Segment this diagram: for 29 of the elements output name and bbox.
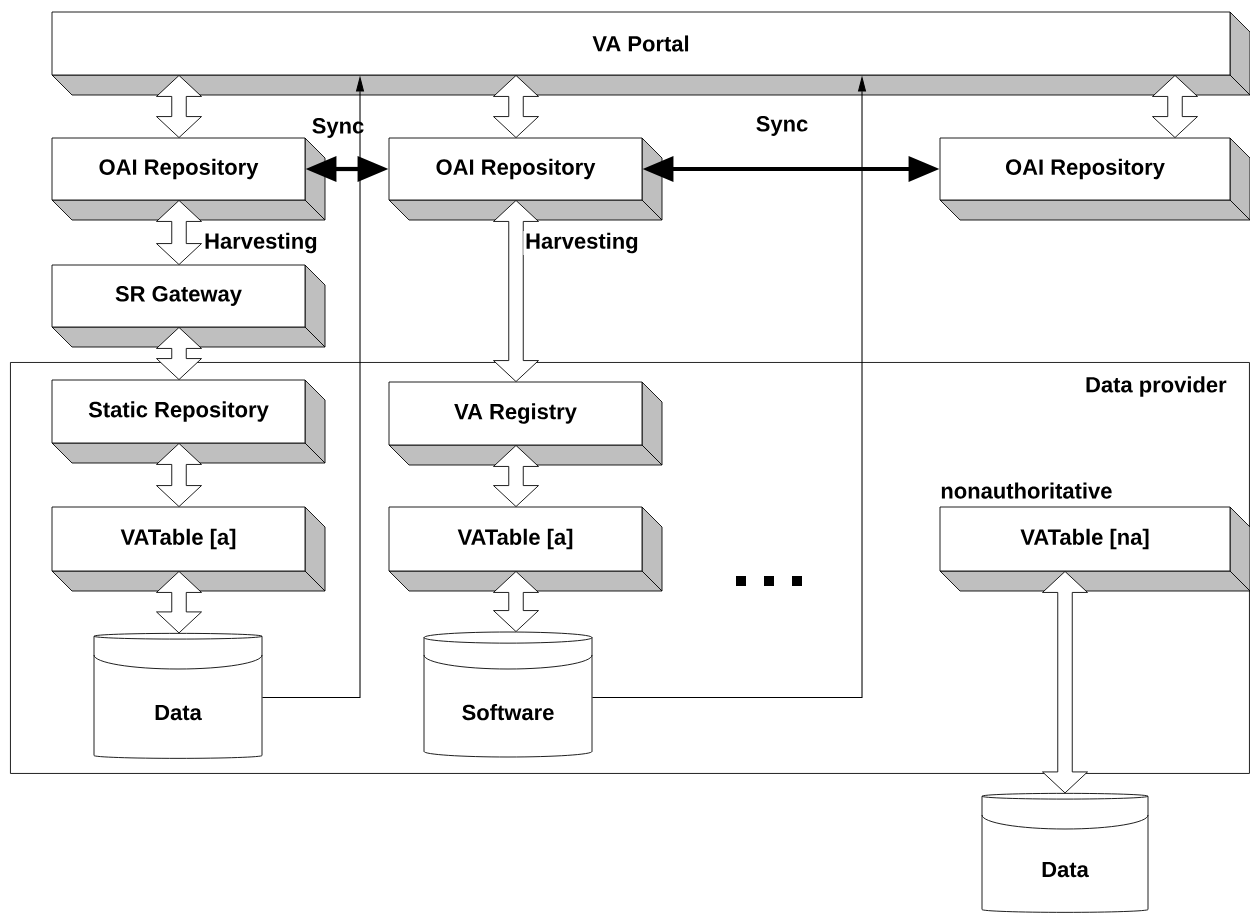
block-arrow [156,75,202,138]
process-box: SR Gateway [51,264,326,348]
edge-label: Sync [754,114,810,138]
process-box: Static Repository [51,379,326,464]
process-box: OAI Repository [51,137,326,221]
edge-label: Harvesting [523,230,641,256]
box-caption: nonauthoritative [941,482,1112,499]
edge-label: Sync [310,116,366,140]
process-box: OAI Repository [939,137,1250,221]
database-cylinder: Software [423,631,593,758]
block-arrow [1152,75,1198,138]
block-arrow [493,445,539,507]
block-arrow [156,571,202,634]
database-cylinder: Data [93,632,263,759]
block-arrow [493,75,539,138]
process-box: VATable [na] [939,506,1250,592]
block-arrow [156,327,202,380]
process-box: VATable [a] [388,506,663,592]
block-arrow [156,200,202,265]
process-box: VA Portal [51,11,1250,96]
block-arrow [156,443,202,507]
block-arrow [1042,571,1088,794]
edge-label: Harvesting [202,230,320,256]
process-box: VA Registry [388,381,663,466]
process-box: VATable [a] [51,506,326,592]
process-box: OAI Repository [388,137,663,221]
block-arrow [493,571,539,632]
database-cylinder: Data [981,792,1149,913]
block-arrow [493,200,539,382]
